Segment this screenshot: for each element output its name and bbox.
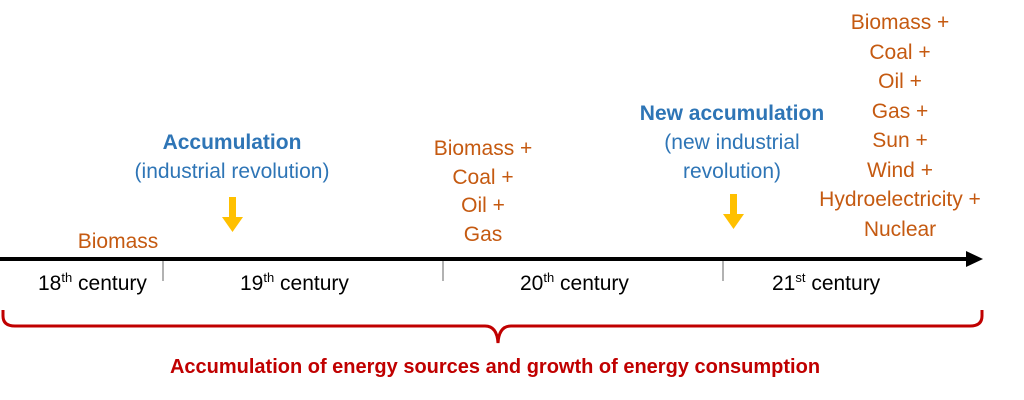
- energy-source: Biomass: [77, 230, 159, 253]
- century-label-18th: 18th century: [38, 270, 147, 295]
- event-new-accumulation: New accumulation (new industrial revolut…: [622, 99, 842, 186]
- event-subtitle: revolution): [682, 160, 782, 183]
- brace-caption: Accumulation of energy sources and growt…: [169, 356, 821, 378]
- event-title: Accumulation: [162, 131, 302, 154]
- event-title: New accumulation: [639, 102, 825, 125]
- energy-source: Wind +: [867, 158, 933, 182]
- energy-source: Gas: [463, 222, 503, 246]
- event-accumulation: Accumulation (industrial revolution): [100, 128, 364, 186]
- timeline-axis: [0, 251, 983, 267]
- energy-source: Biomass +: [433, 137, 533, 160]
- energy-source: Oil +: [878, 70, 922, 93]
- down-arrow-icon: [222, 197, 243, 232]
- event-subtitle: (industrial revolution): [134, 160, 330, 183]
- century-label-19th: 19th century: [240, 270, 349, 295]
- energy-source: Gas +: [871, 99, 929, 123]
- energy-source: Biomass +: [850, 11, 950, 34]
- down-arrow-icon: [723, 194, 744, 229]
- axis-arrowhead-icon: [966, 251, 983, 267]
- century-label-21st: 21st century: [772, 270, 881, 295]
- energy-sources-18th: Biomass: [58, 228, 178, 257]
- energy-source: Coal +: [869, 40, 931, 64]
- event-subtitle: (new industrial: [664, 131, 800, 154]
- energy-source: Sun +: [872, 129, 928, 152]
- century-label-20th: 20th century: [520, 270, 629, 295]
- energy-source: Hydroelectricity +: [819, 188, 981, 211]
- curly-brace: [1, 310, 984, 344]
- energy-sources-21st: Biomass + Coal + Oil + Gas + Sun + Wind …: [800, 8, 1000, 244]
- century-ticks: [162, 261, 724, 281]
- energy-source: Coal +: [452, 165, 514, 189]
- energy-source: Nuclear: [863, 217, 937, 241]
- energy-sources-20th: Biomass + Coal + Oil + Gas: [413, 135, 553, 249]
- energy-source: Oil +: [461, 194, 505, 217]
